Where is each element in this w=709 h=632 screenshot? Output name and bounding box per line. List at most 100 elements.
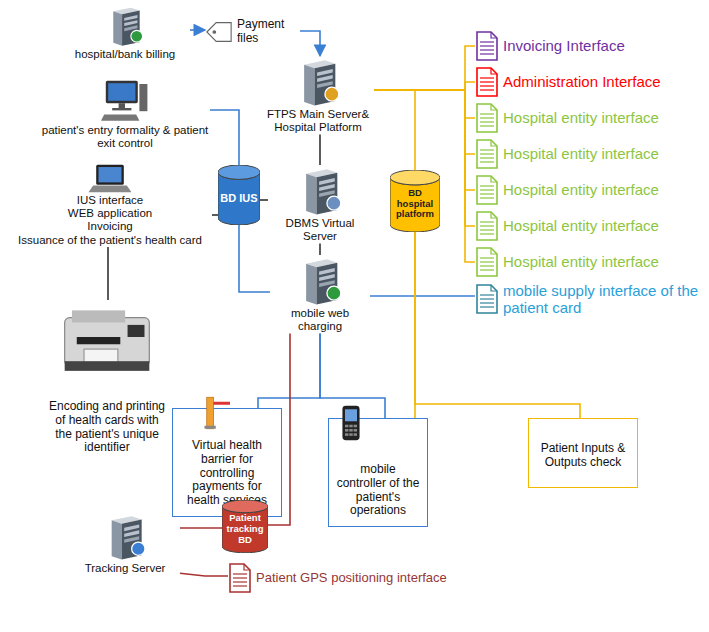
icon (55, 300, 159, 374)
device-node: patient's entry formality & patient exit… (40, 76, 210, 150)
tag-icon (205, 20, 233, 44)
node-label: Invoicing Interface (503, 37, 625, 54)
node-label: DBMS Virtual Server (268, 217, 372, 243)
node-label: BD hospital platform (392, 188, 438, 221)
interface-document: mobile supply interface of the patient c… (475, 282, 707, 317)
device-icon (99, 512, 151, 562)
node-label: BD IUS (220, 192, 257, 205)
node-label: Hospital entity interface (503, 109, 659, 126)
icon (292, 56, 344, 108)
connector (190, 29, 205, 31)
document-icon (475, 246, 499, 278)
node-label: mobile web charging (270, 307, 370, 333)
device-node: DBMS Virtual Server (268, 165, 372, 243)
node-label: Virtual health barrier for controlling p… (179, 439, 275, 508)
text-holder: Patient GPS positioning interface (252, 571, 447, 586)
node-label: Payment files (237, 18, 300, 46)
connector (180, 527, 222, 529)
icon (99, 512, 151, 562)
connector (239, 225, 270, 292)
connector (374, 90, 475, 190)
interface-document: Hospital entity interface (475, 246, 707, 278)
icon (99, 4, 151, 48)
document-icon (475, 174, 499, 206)
icon (294, 165, 346, 217)
device-node: IUS interfaceWEB applicationInvoicingIss… (8, 160, 212, 247)
device-node: FTPS Main Server& Hospital Platform (262, 56, 374, 134)
spacer (48, 374, 166, 400)
icon (205, 20, 233, 44)
icon (475, 138, 499, 170)
connector (374, 82, 475, 90)
device-icon (292, 56, 344, 108)
icon (475, 102, 499, 134)
connector (300, 31, 320, 56)
icon (475, 246, 499, 278)
interface-document: Patient GPS positioning interface (228, 562, 468, 594)
node-label: Patient GPS positioning interface (256, 571, 447, 586)
icon (475, 30, 499, 62)
icon (294, 255, 346, 307)
text-holder: Hospital entity interface (499, 181, 659, 198)
document-icon (475, 210, 499, 242)
connector (374, 90, 475, 262)
document-icon (475, 66, 499, 98)
interface-document: Invoicing Interface (475, 30, 707, 62)
box-icon (339, 403, 363, 443)
connector (320, 333, 385, 418)
icon (475, 174, 499, 206)
process-box: Patient Inputs & Outputs check (528, 418, 638, 488)
text-holder: Hospital entity interface (499, 253, 659, 270)
process-box: mobile controller of the patient's opera… (328, 418, 428, 527)
device-icon (87, 160, 133, 194)
device-icon (99, 4, 151, 48)
connector (370, 295, 475, 297)
node-label: mobile controller of the patient's opera… (335, 463, 421, 518)
connector (319, 243, 321, 255)
connector (319, 134, 321, 165)
interface-document: Hospital entity interface (475, 174, 707, 206)
connector (210, 110, 239, 165)
node-label: Encoding and printing of health cards wi… (48, 400, 166, 455)
document-icon (475, 138, 499, 170)
process-box: Virtual health barrier for controlling p… (172, 408, 282, 517)
node-label: hospital/bank billing (60, 48, 190, 61)
text-holder: Administration Interface (499, 73, 661, 90)
node-label: Administration Interface (503, 73, 661, 90)
node-label: Patient tracking BD (224, 513, 266, 546)
device-node: Tracking Server (70, 512, 180, 575)
device-icon (99, 76, 151, 124)
node-label: patient's entry formality & patient exit… (40, 124, 210, 150)
connector (258, 333, 320, 408)
interface-document: Hospital entity interface (475, 210, 707, 242)
icon (87, 160, 133, 194)
database-cylinder: BD hospital platform (390, 170, 440, 232)
connector (212, 214, 218, 216)
text-holder: Hospital entity interface (499, 217, 659, 234)
device-node: hospital/bank billing (60, 4, 190, 61)
node-label: mobile supply interface of the patient c… (503, 282, 707, 317)
database-cylinder: BD IUS (218, 165, 260, 225)
text-holder: Hospital entity interface (499, 109, 659, 126)
text-holder: Hospital entity interface (499, 145, 659, 162)
interface-document: Hospital entity interface (475, 102, 707, 134)
device-node: Payment files (205, 18, 300, 46)
icon (475, 210, 499, 242)
node-label: WEB application (8, 207, 212, 220)
connector (374, 90, 475, 118)
node-label: IUS interface (8, 194, 212, 207)
text-holder: mobile supply interface of the patient c… (499, 282, 707, 317)
document-icon (475, 283, 499, 315)
text-holder: Invoicing Interface (499, 37, 625, 54)
device-icon (294, 165, 346, 217)
node-label: FTPS Main Server& Hospital Platform (262, 108, 374, 134)
node-label: Hospital entity interface (503, 217, 659, 234)
interface-document: Administration Interface (475, 66, 707, 98)
icon (99, 76, 151, 124)
device-icon (55, 300, 159, 374)
interface-document: Hospital entity interface (475, 138, 707, 170)
node-label: Hospital entity interface (503, 181, 659, 198)
database-cylinder: Patient tracking BD (222, 500, 268, 553)
node-label: Issuance of the patient's health card (8, 234, 212, 247)
icon (475, 283, 499, 315)
